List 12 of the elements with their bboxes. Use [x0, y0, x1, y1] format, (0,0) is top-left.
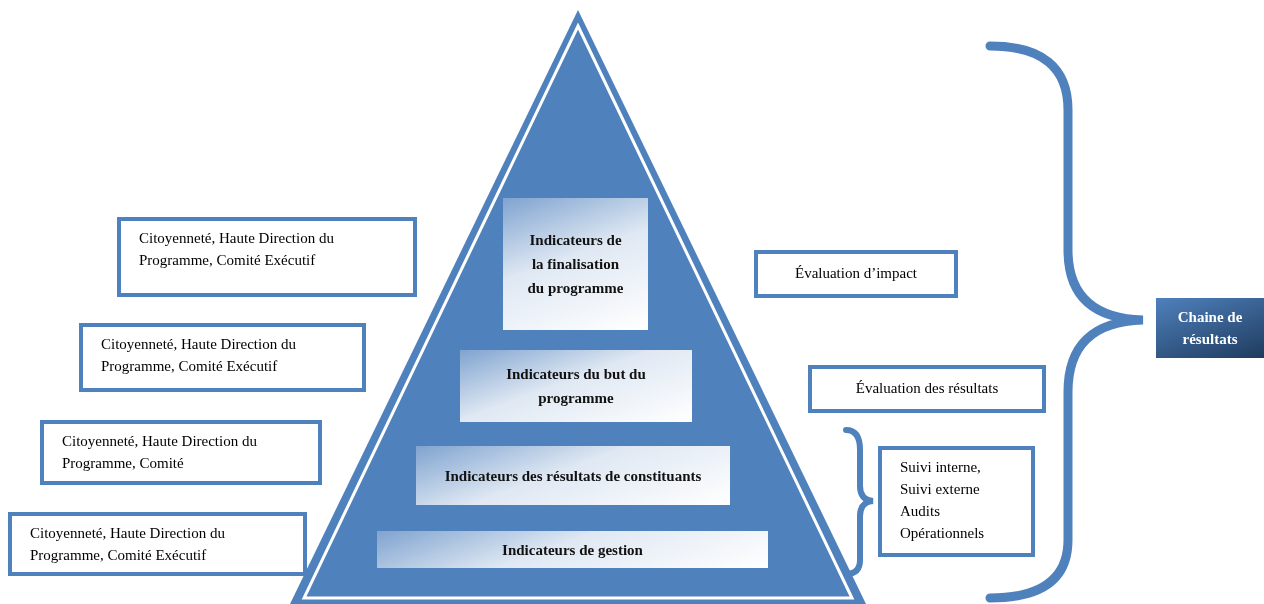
indicator-bar: Indicateurs du but du programme [460, 350, 692, 422]
indicator-bar: Indicateurs de la finalisation du programme [503, 198, 648, 330]
indicator-bar: Indicateurs de gestion [377, 531, 768, 568]
text-box: Citoyenneté, Haute Direction du Programme, Comité Exécutif [8, 512, 307, 576]
text-box: Évaluation des résultats [808, 365, 1046, 413]
text-box: Citoyenneté, Haute Direction du Programme, Comité Exécutif [79, 323, 366, 392]
text-box: Citoyenneté, Haute Direction du Programme, Comité Exécutif [117, 217, 417, 297]
text-box: Évaluation d’impact [754, 250, 958, 298]
indicator-bar: Indicateurs des résultats de constituants [416, 446, 730, 505]
label-box: Chaine de résultats [1156, 298, 1264, 358]
text-box: Suivi interne, Suivi externe Audits Opérationnels [878, 446, 1035, 557]
text-box: Citoyenneté, Haute Direction du Programme, Comité [40, 420, 322, 485]
